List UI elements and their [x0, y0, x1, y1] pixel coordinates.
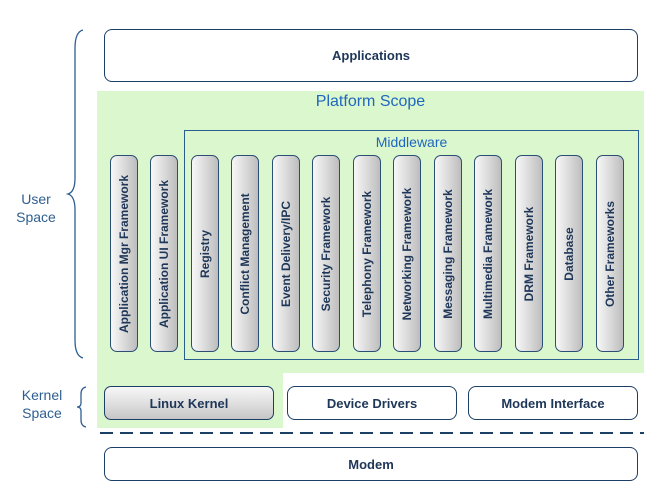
middleware-multimedia-framework: Multimedia Framework	[474, 155, 502, 352]
middleware-item-label: Database	[562, 226, 576, 281]
modem-label: Modem	[348, 456, 394, 472]
middleware-telephony-framework: Telephony Framework	[353, 155, 381, 352]
middleware-registry: Registry	[191, 155, 219, 352]
middleware-item-label: Security Framework	[319, 196, 333, 311]
modem-interface-label: Modem Interface	[501, 395, 605, 411]
device-drivers-label: Device Drivers	[326, 395, 418, 411]
linux-kernel-label: Linux Kernel	[149, 395, 229, 411]
user-space-label: User Space	[16, 191, 56, 225]
middleware-item-label: DRM Framework	[522, 206, 536, 301]
user-space-brace	[66, 29, 84, 359]
middleware-item-label: Conflict Management	[238, 192, 252, 315]
application-mgr-framework: Application Mgr Framework	[110, 155, 138, 352]
middleware-label: Middleware	[375, 134, 448, 150]
middleware-other-frameworks: Other Frameworks	[596, 155, 624, 352]
middleware-item-label: Other Frameworks	[603, 200, 617, 307]
modem-interface-box: Modem Interface	[468, 386, 638, 420]
middleware-item-label: Messaging Framework	[441, 188, 455, 319]
middleware-event-delivery-ipc: Event Delivery/IPC	[272, 155, 300, 352]
middleware-conflict-management: Conflict Management	[231, 155, 259, 352]
middleware-messaging-framework: Messaging Framework	[434, 155, 462, 352]
middleware-item-label: Telephony Framework	[360, 190, 374, 317]
middleware-item-label: Networking Framework	[400, 187, 414, 320]
framework-label: Application UI Framework	[157, 179, 171, 328]
applications-box: Applications	[104, 29, 638, 82]
middleware-item-label: Registry	[198, 229, 212, 278]
middleware-box	[184, 130, 639, 360]
middleware-drm-framework: DRM Framework	[515, 155, 543, 352]
modem-box: Modem	[104, 447, 638, 481]
framework-label: Application Mgr Framework	[117, 174, 131, 333]
middleware-networking-framework: Networking Framework	[393, 155, 421, 352]
middleware-database: Database	[555, 155, 583, 352]
middleware-item-label: Multimedia Framework	[481, 188, 495, 319]
middleware-item-label: Event Delivery/IPC	[279, 200, 293, 307]
middleware-security-framework: Security Framework	[312, 155, 340, 352]
linux-kernel-box: Linux Kernel	[104, 386, 274, 420]
kernel-space-brace	[76, 386, 87, 428]
platform-scope-label: Platform Scope	[315, 93, 426, 110]
application-ui-framework: Application UI Framework	[150, 155, 178, 352]
device-drivers-box: Device Drivers	[287, 386, 457, 420]
applications-label: Applications	[331, 48, 410, 63]
hardware-boundary-line	[100, 432, 644, 434]
kernel-space-label: Kernel Space	[21, 387, 63, 421]
